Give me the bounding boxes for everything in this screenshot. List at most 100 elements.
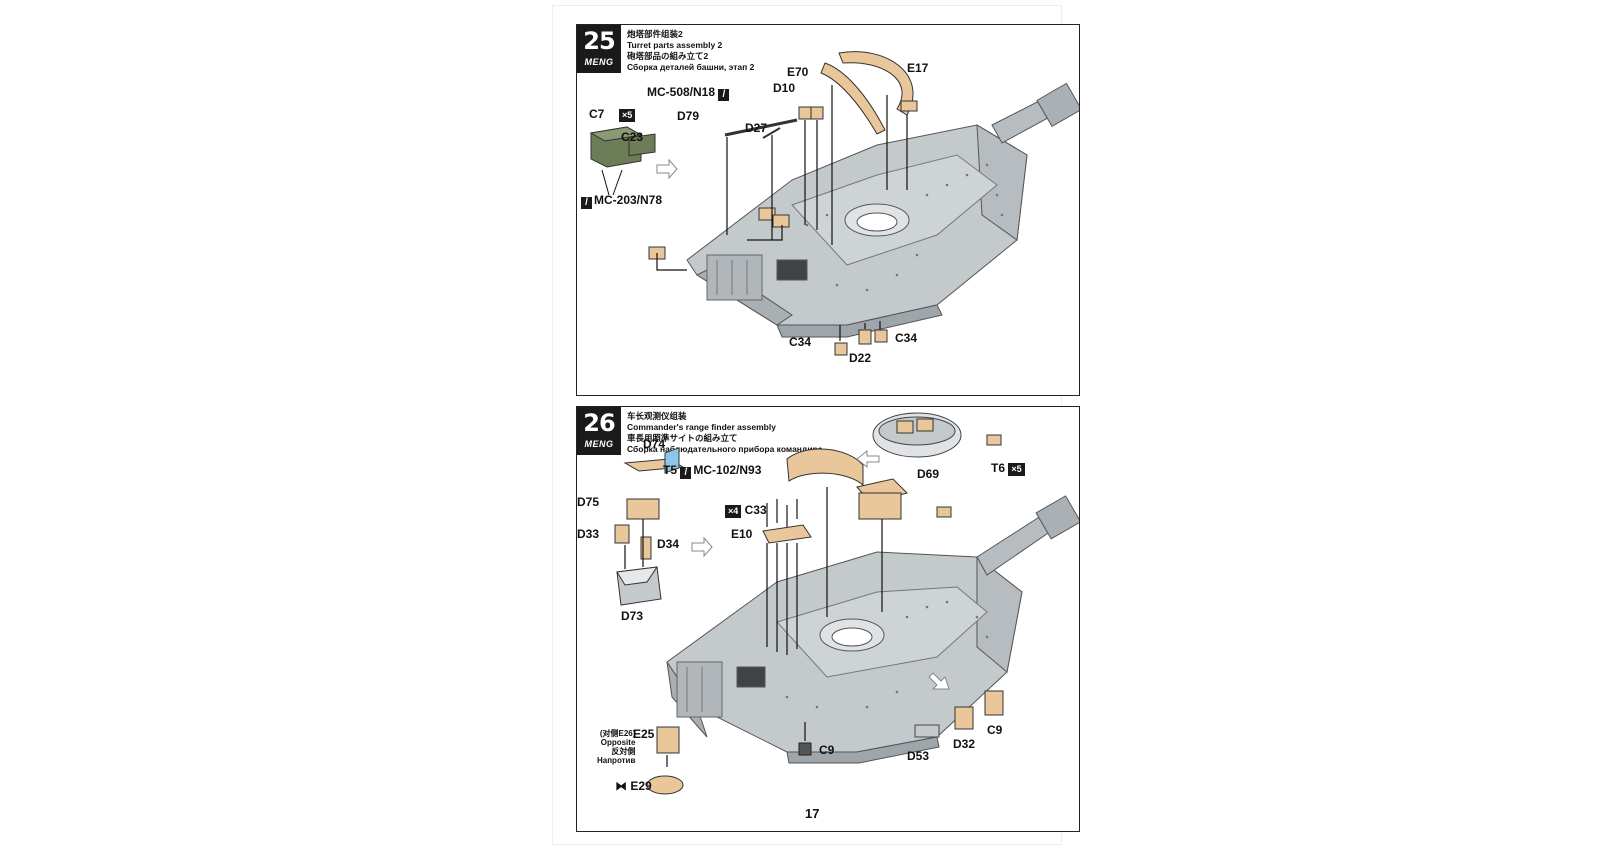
c7-part <box>589 126 656 168</box>
small-block-part <box>936 506 952 518</box>
d10-part <box>798 106 812 120</box>
glue-tool-icon: / <box>581 197 592 209</box>
tan-block-part <box>772 214 790 228</box>
assembly-guide-lines <box>624 487 883 767</box>
label-d27: D27 <box>745 121 768 135</box>
label-t5: T5 /MC-102/N93 <box>663 463 762 479</box>
label-d69: D69 <box>917 467 940 481</box>
c9-part <box>984 690 1004 716</box>
label-d73: D73 <box>621 609 644 623</box>
label-t6: T6 ×5 <box>991 461 1025 476</box>
label-e10: E10 <box>731 527 753 541</box>
note-ru: Напротив <box>597 756 636 765</box>
turret-body <box>686 82 1079 338</box>
label-d32: D32 <box>953 737 976 751</box>
brand-logo: MENG <box>584 439 614 449</box>
e10-part <box>762 524 812 544</box>
qty-x5: ×5 <box>619 109 636 122</box>
c34-part <box>834 342 848 356</box>
title-ru: Сборка наблюдательного прибора командира <box>627 444 823 454</box>
range-finder-assembly-illustration <box>614 412 1079 795</box>
step-badge: 25 MENG <box>577 25 621 73</box>
label-mc203: /MC-203/N78 <box>581 193 662 209</box>
label-c23: C23 <box>621 130 644 144</box>
label-d22: D22 <box>849 351 872 365</box>
label-d74: D74 <box>643 437 666 451</box>
direction-arrow <box>691 536 713 558</box>
e25-part <box>656 726 680 754</box>
step-titles: 炮塔部件组装2 Turret parts assembly 2 砲塔部品の組み立… <box>627 29 754 73</box>
label-c9: C9 <box>819 743 835 757</box>
direction-arrow <box>656 158 678 180</box>
step-titles: 车长观测仪组装 Commander's range finder assembl… <box>627 411 822 455</box>
tan-block-part <box>758 207 776 221</box>
d53-part <box>914 724 940 738</box>
d10-part <box>810 106 824 120</box>
title-cn: 车长观测仪组装 <box>627 411 687 421</box>
qty-badge: ×5 <box>619 107 636 122</box>
step-number: 26 <box>583 409 615 437</box>
rivet-pattern <box>805 163 1004 292</box>
title-jp: 砲塔部品の組み立て2 <box>627 51 709 61</box>
label-c34: C34 <box>895 331 918 345</box>
title-jp: 車長用照準サイトの組み立て <box>627 433 738 443</box>
assembly-guide-lines <box>656 85 908 341</box>
title-ru: Сборка деталей башни, этап 2 <box>627 62 755 72</box>
d33-part <box>614 524 630 544</box>
label-mc508: MC-508/N18 / <box>647 85 731 101</box>
turret-assembly-illustration <box>589 51 1079 356</box>
label-e29: ⧓ E29 <box>615 779 652 793</box>
title-en: Commander's range finder assembly <box>627 422 776 432</box>
d79-rod <box>724 118 798 137</box>
step-badge: 26 MENG <box>577 407 621 455</box>
label-d79: D79 <box>677 109 700 123</box>
c34-part <box>874 329 888 343</box>
title-en: Turret parts assembly 2 <box>627 40 723 50</box>
qty-x5: ×5 <box>1008 463 1025 476</box>
step-number: 25 <box>583 27 615 55</box>
step-26-panel: 26 MENG 车长观测仪组装 Commander's range finder… <box>576 406 1080 832</box>
opposite-note: (对侧E26) Opposite 反対側 Напротив <box>597 729 635 765</box>
note-jp: 反対側 <box>611 747 636 756</box>
periscope-ring-part <box>786 448 864 487</box>
label-d75: D75 <box>577 495 600 509</box>
glue-tool-icon: / <box>718 89 730 101</box>
label-d10: D10 <box>773 81 796 95</box>
step-25-panel: 25 MENG 炮塔部件组装2 Turret parts assembly 2 … <box>576 24 1080 396</box>
sight-housing-part <box>858 492 902 520</box>
label-c9: C9 <box>987 723 1003 737</box>
d22-part <box>858 329 872 345</box>
label-e17: E17 <box>907 61 929 75</box>
rivet-pattern <box>785 600 989 709</box>
small-block-part <box>900 100 918 112</box>
label-c7: C7 <box>589 107 605 121</box>
d32-part <box>954 706 974 730</box>
label-c34: C34 <box>789 335 812 349</box>
e17-part <box>820 62 886 135</box>
label-c33: ×4 C33 <box>725 503 767 518</box>
turret-body <box>666 495 1079 764</box>
page-number: 17 <box>805 806 820 821</box>
note-en: Opposite <box>600 738 636 747</box>
label-e70: E70 <box>787 65 809 79</box>
t5-clear-part <box>664 447 680 474</box>
label-d33: D33 <box>577 527 600 541</box>
e29-part <box>646 775 684 795</box>
d34-part <box>640 536 652 560</box>
qty-x4: ×4 <box>725 505 742 518</box>
c9-part <box>798 742 812 756</box>
cut-marker-icon: ⧓ <box>615 779 627 793</box>
direction-arrow <box>928 672 950 690</box>
title-cn: 炮塔部件组装2 <box>627 29 683 39</box>
label-d53: D53 <box>907 749 930 763</box>
brand-logo: MENG <box>584 57 614 67</box>
c33-parts <box>766 499 798 527</box>
d27-part <box>762 127 781 139</box>
label-d34: D34 <box>657 537 680 551</box>
label-e25: E25 <box>633 727 655 741</box>
t6-part <box>986 434 1002 446</box>
direction-arrow <box>856 449 880 469</box>
note-cn: (对侧E26) <box>599 729 636 738</box>
d75-part <box>626 498 660 520</box>
glue-tool-icon: / <box>680 467 692 479</box>
